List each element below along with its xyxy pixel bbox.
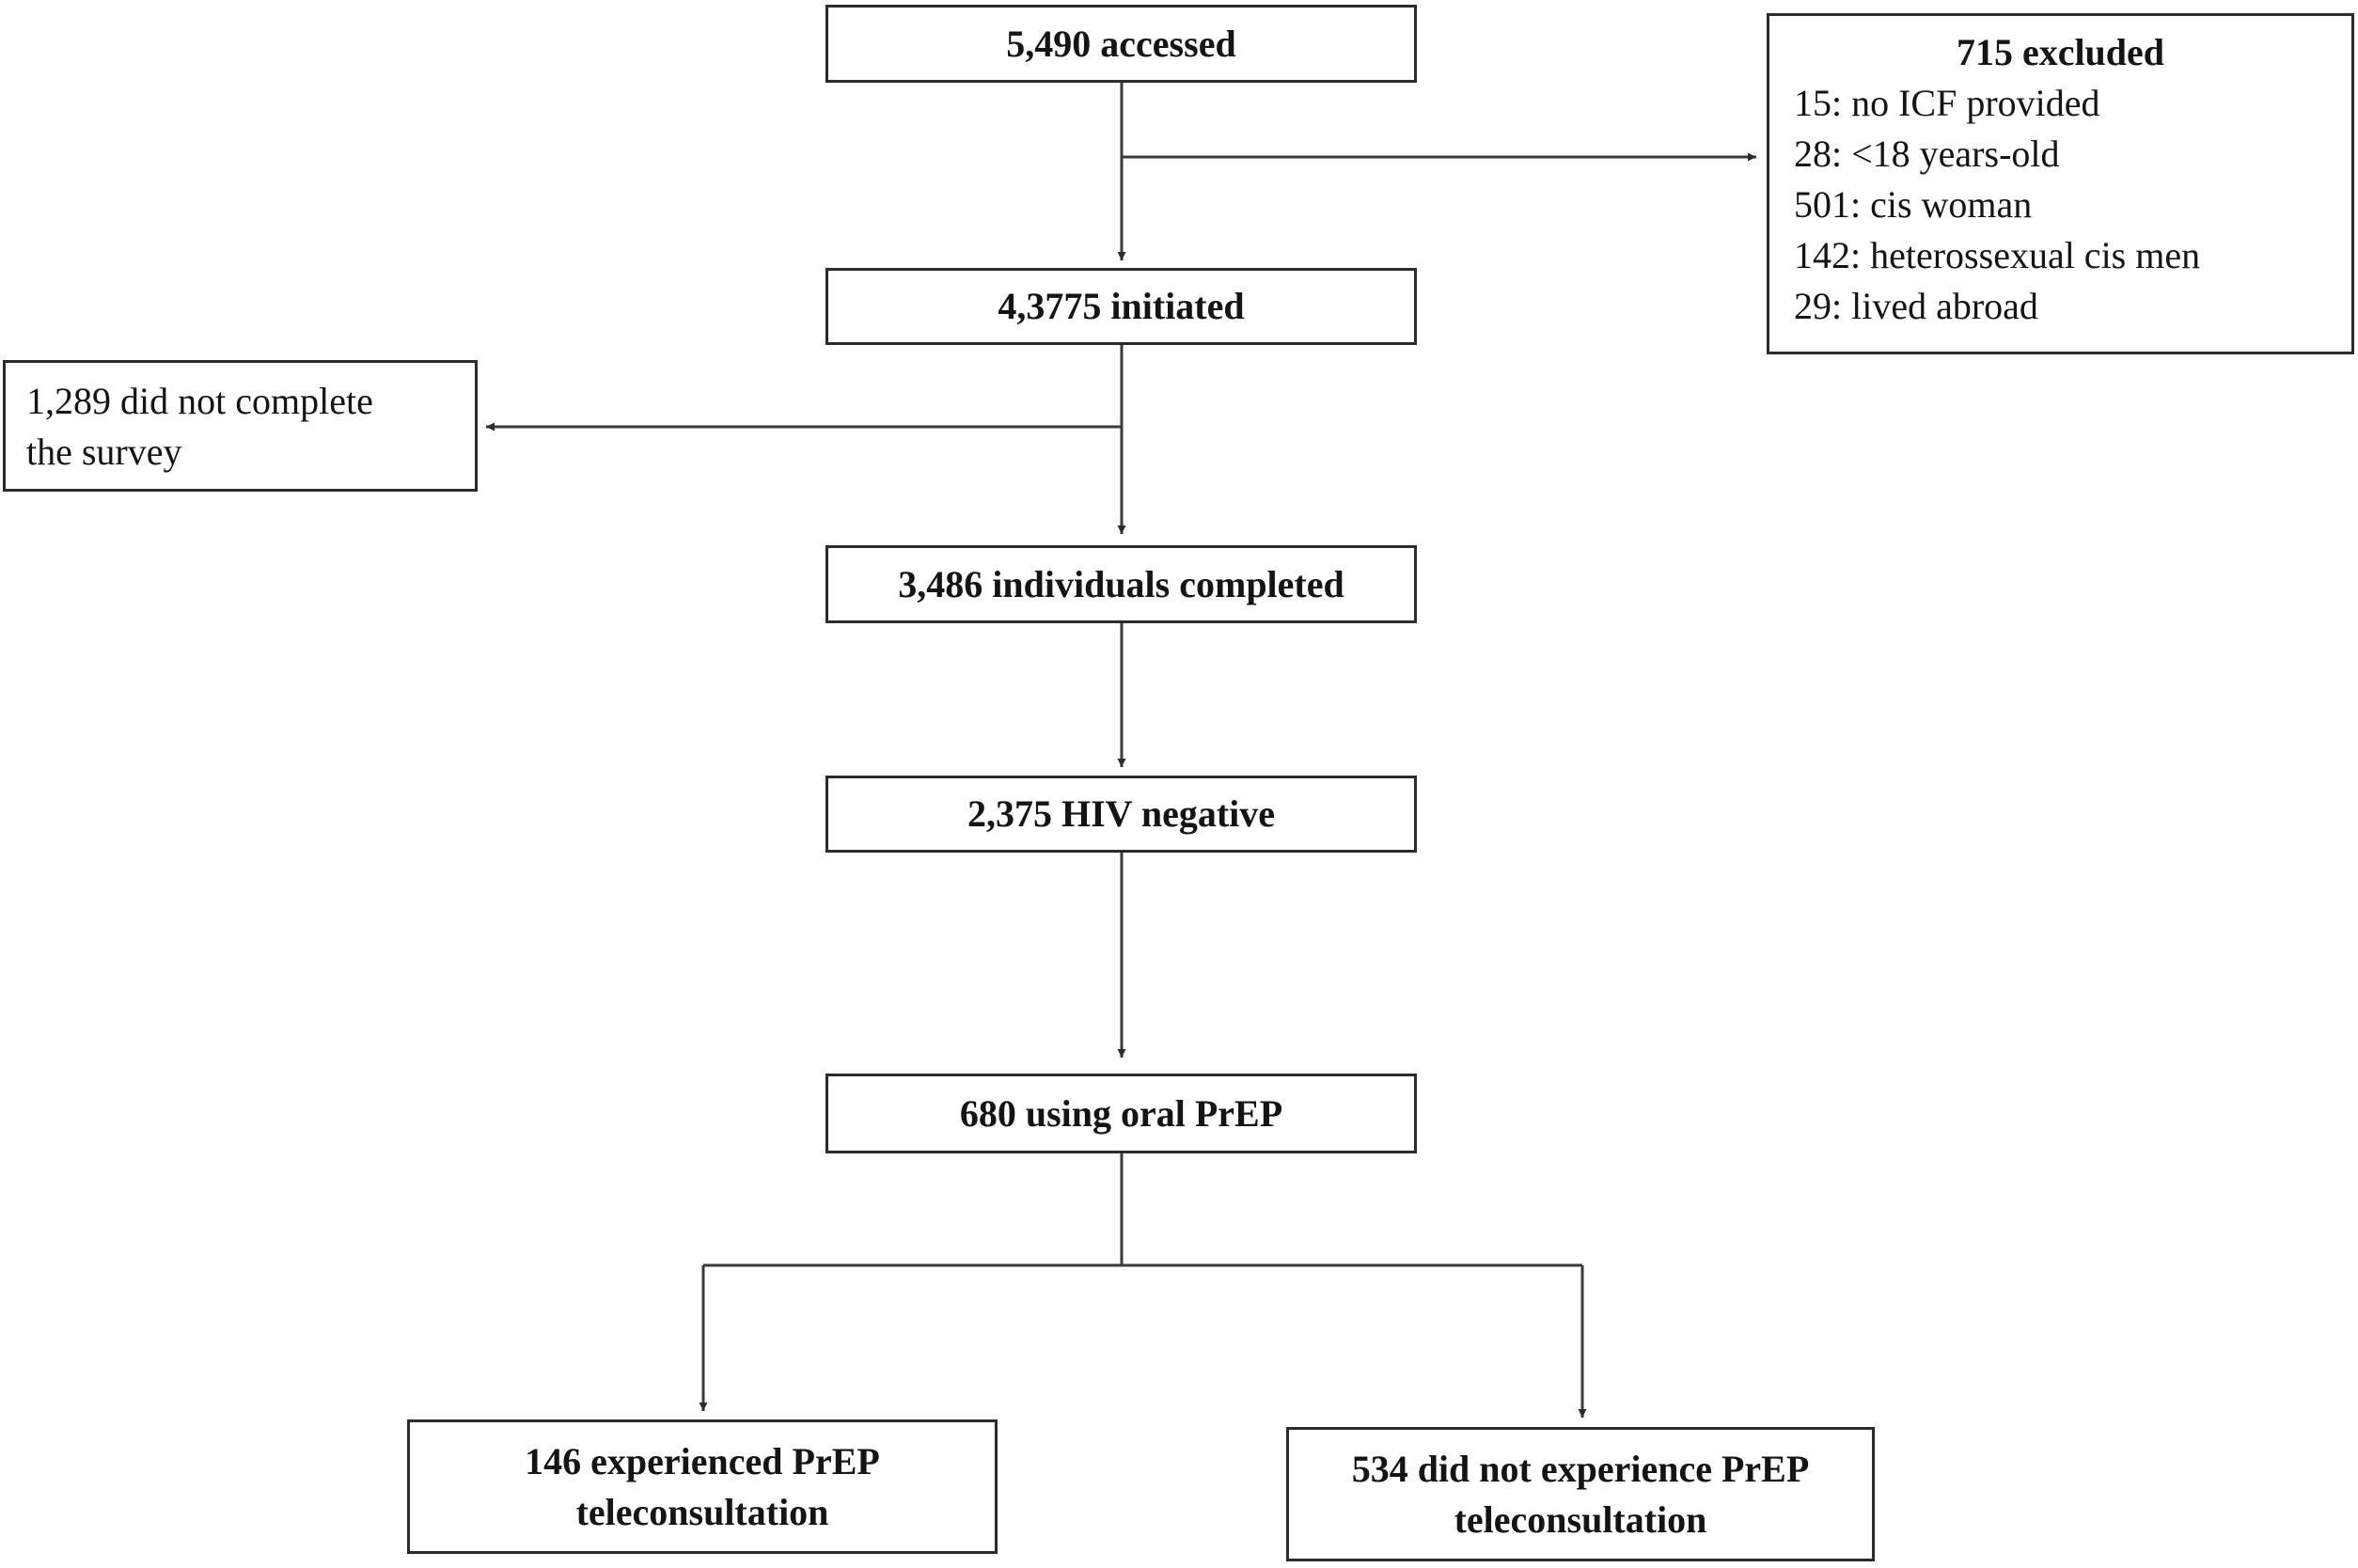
excluded-reason: 142: heterossexual cis men	[1794, 234, 2201, 276]
box-not-experienced-teleconsultation: 534 did not experience PrEP teleconsulta…	[1286, 1427, 1875, 1561]
box-did-not-complete: 1,289 did not complete the survey	[3, 360, 478, 492]
box-excluded: 715 excluded 15: no ICF provided 28: <18…	[1767, 13, 2354, 354]
not-experienced-line2: teleconsultation	[1454, 1497, 1707, 1541]
experienced-line2: teleconsultation	[575, 1490, 829, 1533]
box-hiv-negative: 2,375 HIV negative	[825, 776, 1417, 853]
box-completed: 3,486 individuals completed	[825, 545, 1417, 623]
box-initiated: 4,3775 initiated	[825, 268, 1417, 345]
excluded-reason: 15: no ICF provided	[1794, 82, 2100, 124]
excluded-title: 715 excluded	[1956, 31, 2165, 73]
excluded-reason: 501: cis woman	[1794, 183, 2033, 226]
box-accessed: 5,490 accessed	[825, 5, 1417, 83]
excluded-reason: 28: <18 years-old	[1794, 133, 2060, 175]
box-oral-prep: 680 using oral PrEP	[825, 1074, 1417, 1153]
did-not-complete-line1: 1,289 did not complete	[26, 380, 373, 422]
oral-prep-label: 680 using oral PrEP	[959, 1091, 1283, 1135]
excluded-reason: 29: lived abroad	[1794, 285, 2038, 327]
initiated-label: 4,3775 initiated	[998, 285, 1245, 327]
accessed-label: 5,490 accessed	[1006, 22, 1236, 65]
not-experienced-line1: 534 did not experience PrEP	[1351, 1447, 1810, 1490]
split-connector	[703, 1153, 1582, 1267]
hiv-negative-label: 2,375 HIV negative	[967, 792, 1276, 835]
box-experienced-teleconsultation: 146 experienced PrEP teleconsultation	[407, 1419, 998, 1554]
completed-label: 3,486 individuals completed	[898, 562, 1344, 605]
did-not-complete-line2: the survey	[26, 431, 182, 473]
experienced-line1: 146 experienced PrEP	[525, 1439, 880, 1482]
